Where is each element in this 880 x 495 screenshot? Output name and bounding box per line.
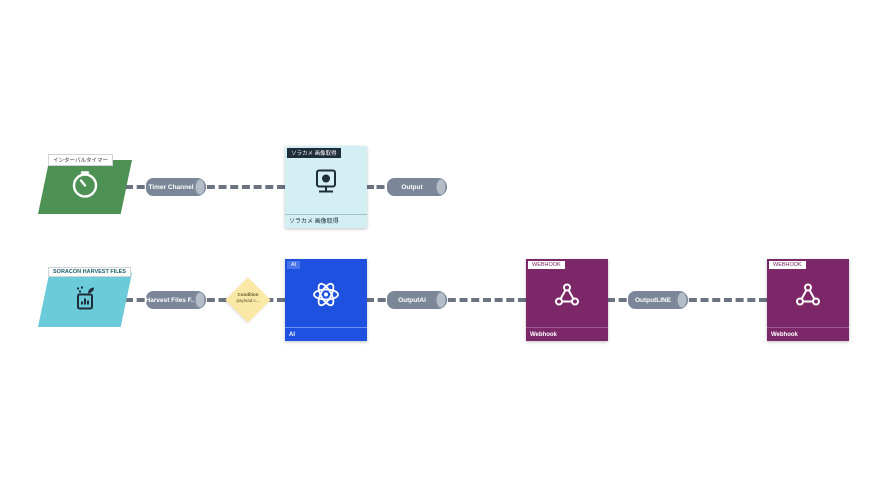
condition-expression: payload.c... xyxy=(236,298,260,303)
channel-pipe[interactable]: Output xyxy=(387,178,447,196)
webhook-icon xyxy=(553,280,581,313)
trigger-harvest-files[interactable]: SORACON HARVEST FILES xyxy=(38,267,132,327)
webhook-icon xyxy=(794,280,822,313)
node-label: Webhook xyxy=(771,332,798,338)
node-webhook-2[interactable]: WEBHOOK Webhook xyxy=(767,259,849,341)
node-tag: AI xyxy=(287,261,301,269)
channel-pipe[interactable]: OutputLINE xyxy=(628,291,688,309)
trigger-shape xyxy=(38,160,132,214)
node-label: ソラカメ 画像取得 xyxy=(289,219,339,225)
node-ai[interactable]: AI AI xyxy=(285,259,367,341)
channel-pipe[interactable]: Timer Channel xyxy=(146,178,206,196)
trigger-tag: SORACON HARVEST FILES xyxy=(48,267,131,277)
node-label: Webhook xyxy=(530,332,557,338)
node-tag: WEBHOOK xyxy=(528,261,565,269)
node-tag: ソラカメ 画像取得 xyxy=(287,148,341,158)
node-separator xyxy=(767,327,849,328)
trigger-interval-timer[interactable]: インターバルタイマー xyxy=(38,154,132,214)
condition-text: Condition payload.c... xyxy=(225,292,271,304)
node-separator xyxy=(285,214,367,215)
timer-icon xyxy=(70,170,100,205)
channel-pipe[interactable]: OutputAI xyxy=(387,291,447,309)
node-webhook-1[interactable]: WEBHOOK Webhook xyxy=(526,259,608,341)
node-separator xyxy=(285,327,367,328)
trigger-tag: インターバルタイマー xyxy=(48,154,113,166)
node-separator xyxy=(526,327,608,328)
node-soracam-image[interactable]: ソラカメ 画像取得 ソラカメ 画像取得 xyxy=(285,146,367,228)
atom-icon xyxy=(312,280,340,313)
camera-icon xyxy=(314,168,338,199)
channel-pipe[interactable]: Harvest Files F... xyxy=(146,291,206,309)
node-label: AI xyxy=(289,332,295,338)
node-tag: WEBHOOK xyxy=(769,261,806,269)
harvest-files-icon xyxy=(70,283,100,318)
condition-title: Condition xyxy=(237,292,259,297)
